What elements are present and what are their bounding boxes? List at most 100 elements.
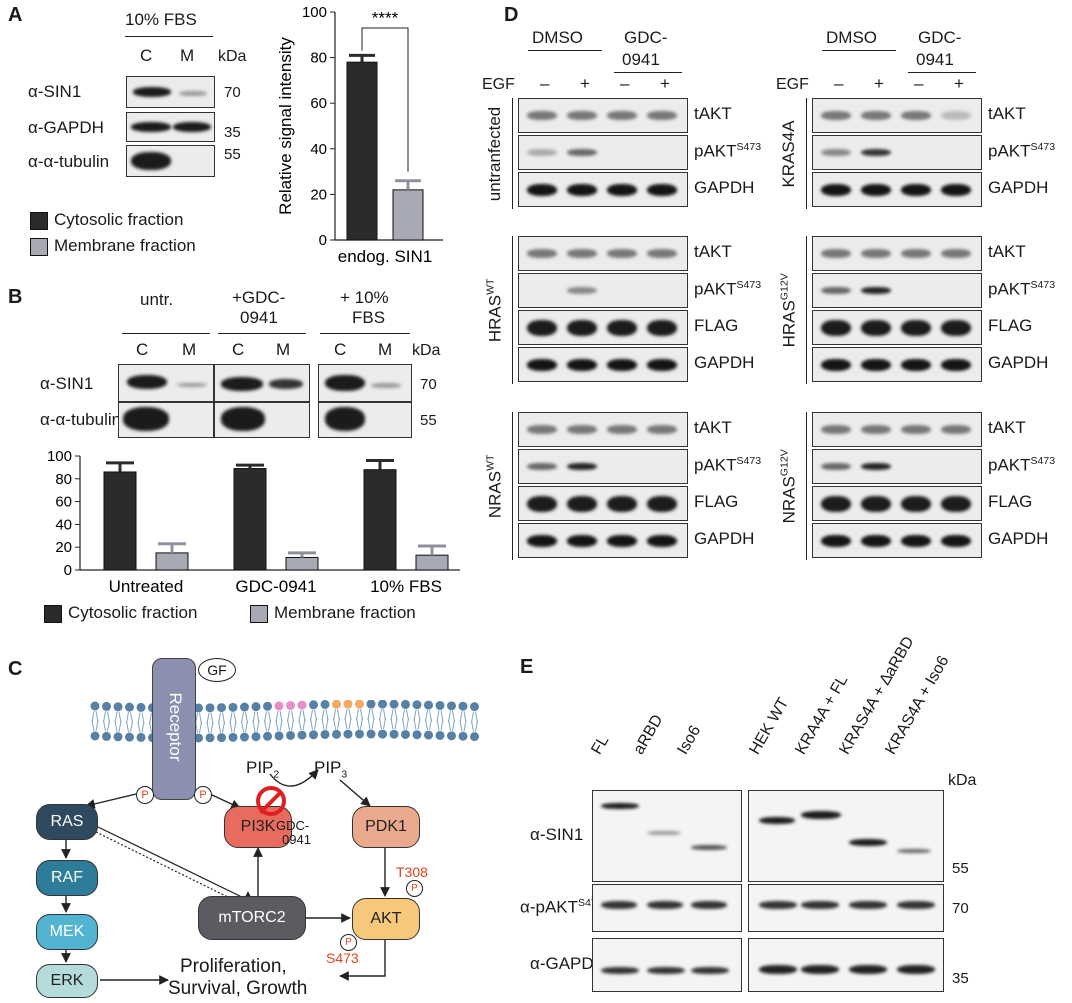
panel-b-marker-70: 70	[420, 376, 437, 393]
panel-b-group-gdc-2: 0941	[240, 308, 278, 327]
d-left-egf-3: +	[660, 74, 670, 93]
d-left-group-2-row-gapdh-text: GAPDH	[694, 529, 755, 548]
panel-b-line-2	[218, 333, 306, 334]
panel-b-group-gdc-1: +GDC-	[232, 288, 286, 307]
panel-label-c: C	[8, 658, 23, 680]
e-row-1: α-pAKTS473	[520, 897, 603, 918]
panel-a-marker-35: 35	[224, 124, 241, 141]
d-left-group-2-row-pakt: pAKTS473	[694, 455, 761, 476]
gdc-label-1: GDC-	[276, 818, 310, 833]
inhibitor-icon	[256, 786, 286, 816]
y-tick-label: 0	[64, 562, 72, 579]
panel-b-legend-cyto: Cytosolic fraction	[68, 603, 198, 622]
d-right-group-0-row-takt-text: tAKT	[988, 104, 1026, 123]
panel-a-legend-cyto-swatch	[30, 212, 48, 230]
d-left-group-1-row-takt-text: tAKT	[694, 242, 732, 261]
d-left-egf-1: +	[580, 74, 590, 93]
panel-b-lane-6: M	[378, 340, 393, 359]
panel-a-condition: 10% FBS	[125, 10, 197, 29]
d-right-group-2-blot-gapdh	[812, 523, 982, 558]
d-left-group-2-label-sup: WT	[484, 454, 497, 471]
panel-a-lane-c: C	[140, 46, 153, 65]
node-mtorc2-label: mTORC2	[218, 909, 286, 926]
y-tick-label: 60	[310, 95, 327, 112]
panel-a-legend-cyto: Cytosolic fraction	[54, 210, 184, 229]
d-right-gdc-1: GDC-	[918, 28, 962, 47]
d-left-group-1-blot-flag	[518, 310, 688, 345]
d-right-group-2-row-pakt-sup: S473	[1030, 455, 1056, 467]
d-right-group-2-row-pakt: pAKTS473	[988, 455, 1055, 476]
e-lane-left-0: FL	[588, 732, 613, 758]
d-left-group-1-row-pakt-sup: S473	[736, 279, 762, 291]
y-tick-label: 40	[55, 516, 72, 533]
e-marker-2: 35	[952, 970, 969, 987]
node-raf-label: RAF	[51, 869, 83, 886]
d-left-group-1-row-flag-text: FLAG	[694, 316, 739, 335]
y-tick-label: 60	[55, 494, 72, 511]
e-blot-left-1	[592, 884, 742, 932]
d-right-group-1-blot-takt	[812, 236, 982, 271]
panel-b-legend-memb: Membrane fraction	[274, 603, 416, 622]
d-left-group-2-label-text: NRAS	[485, 470, 505, 519]
e-lane-left-1: aRBD	[630, 712, 667, 758]
akt-s473-label: S473	[326, 950, 359, 966]
d-right-gdc-line	[908, 72, 976, 73]
panel-b-blot-tubulin-2	[214, 402, 310, 438]
d-right-group-0-row-takt: tAKT	[988, 104, 1026, 124]
d-left-group-2-row-takt: tAKT	[694, 418, 732, 438]
receptor: Receptor	[152, 658, 196, 800]
d-right-group-1-row-pakt-text: pAKT	[988, 279, 1031, 299]
d-left-group-1-label: HRASWT	[485, 235, 506, 385]
d-right-group-1-blot-flag	[812, 310, 982, 345]
node-akt-label: AKT	[370, 910, 402, 927]
d-left-group-1-row-pakt-text: pAKT	[694, 279, 737, 299]
x-tick-label: GDC-0941	[235, 577, 316, 596]
d-right-group-0-row-pakt: pAKTS473	[988, 141, 1055, 162]
d-right-group-0-label: KRAS4A	[779, 79, 799, 229]
d-right-group-2-blot-takt	[812, 412, 982, 447]
bar	[363, 469, 397, 571]
panel-a-kda: kDa	[218, 48, 247, 65]
d-left-group-1-blot-gapdh	[518, 347, 688, 382]
panel-b-row-tubulin: α-α-tubulin	[40, 410, 122, 429]
node-mek: MEK	[36, 914, 98, 950]
akt-t308-phospho-label: P	[411, 883, 418, 894]
d-right-group-1-row-takt-text: tAKT	[988, 242, 1026, 261]
panel-b-lane-1: C	[136, 340, 149, 359]
e-blot-left-0	[592, 790, 742, 882]
e-marker-0: 55	[952, 860, 969, 877]
d-right-group-1-label-sup: G12V	[778, 273, 791, 301]
d-left-group-0-label-text: untranfected	[485, 106, 504, 201]
e-row-2: α-GAPDH	[530, 954, 606, 974]
e-lane-left-2: Iso6	[674, 722, 705, 758]
phospho-right-label: P	[199, 789, 207, 801]
node-akt: AKT	[352, 898, 420, 940]
y-tick-label: 100	[302, 4, 327, 21]
d-right-group-1-row-gapdh: GAPDH	[988, 353, 1048, 373]
bar	[155, 552, 189, 571]
akt-s473-phospho: P	[340, 934, 357, 951]
panel-b-group-untr: untr.	[140, 290, 174, 309]
d-left-group-0-blot-pakt	[518, 135, 688, 170]
d-right-group-0-blot-gapdh	[812, 172, 982, 207]
pip3-label: PIP3	[314, 758, 348, 781]
panel-b-kda: kDa	[412, 342, 441, 359]
panel-a-row-gapdh: α-GAPDH	[28, 118, 104, 137]
d-right-group-1-label: HRASG12V	[779, 235, 800, 385]
d-left-group-2-row-takt-text: tAKT	[694, 418, 732, 437]
panel-b-lane-3: C	[232, 340, 245, 359]
d-left-group-0-row-pakt-text: pAKT	[694, 141, 737, 161]
panel-label-a: A	[8, 4, 23, 26]
panel-b-legend-memb-swatch	[250, 605, 268, 623]
panel-b-row-sin1: α-SIN1	[40, 374, 94, 393]
bar	[346, 61, 378, 241]
node-raf: RAF	[36, 860, 98, 896]
e-blot-right-1	[748, 884, 944, 932]
d-left-group-1-blot-takt	[518, 236, 688, 271]
node-mek-label: MEK	[49, 923, 85, 940]
bar	[415, 554, 449, 571]
d-right-group-2-label-text: NRAS	[779, 476, 799, 524]
significance-label: ****	[372, 9, 399, 28]
node-ras: RAS	[36, 804, 98, 840]
